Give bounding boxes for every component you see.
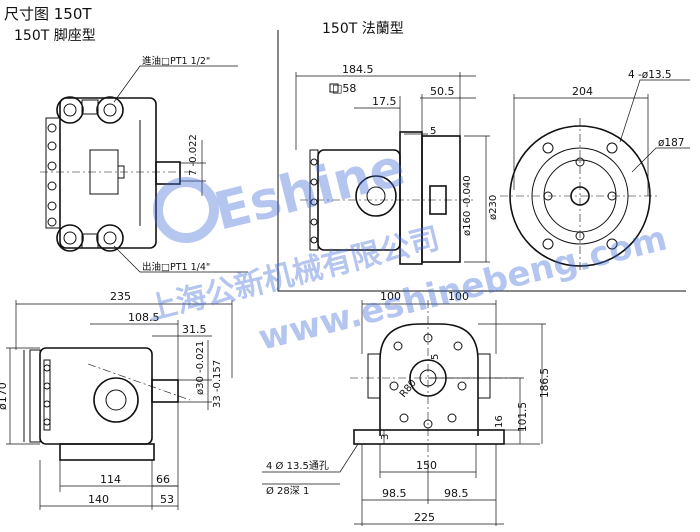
section-divider <box>277 30 686 292</box>
dim-150: 150 <box>416 459 437 472</box>
drawing-title: 尺寸图 150T <box>4 5 92 23</box>
dim-98-5-left: 98.5 <box>382 487 407 500</box>
dim-shaft-30: ø30 -0.021 <box>195 341 206 395</box>
dim-100-left: 100 <box>380 290 401 303</box>
dim-108-5: 108.5 <box>128 311 160 324</box>
foot-type-title: 150T 脚座型 <box>14 28 96 44</box>
dim-160: ø160 -0.040 <box>462 175 473 236</box>
dim-186-5: 186.5 <box>539 368 551 398</box>
dim-66: 66 <box>156 473 170 486</box>
dim-140: 140 <box>88 493 109 506</box>
dim-7-key: 7 -0.022 <box>188 134 199 176</box>
flange-type-title: 150T 法蘭型 <box>322 21 404 37</box>
flange-end-view <box>500 118 660 272</box>
dim-16: 16 <box>494 415 505 428</box>
dim-187: ø187 <box>658 137 684 149</box>
dim-17-5: 17.5 <box>372 95 397 108</box>
dim-5-flange: 5 <box>430 126 436 137</box>
dim-53: 53 <box>160 493 174 506</box>
flange-side-view <box>300 131 476 265</box>
dim-100-right: 100 <box>448 290 469 303</box>
dim-r80: R80 <box>398 378 419 400</box>
dim-101-5: 101.5 <box>517 402 529 432</box>
dim-flange-holes: 4 -ø13.5 <box>628 69 672 81</box>
dim-sq58: □58 <box>332 82 356 95</box>
outlet-leader <box>113 245 248 273</box>
dim-33: 33 -0.157 <box>212 360 223 408</box>
dim-184-5: 184.5 <box>342 63 374 76</box>
holes-leader <box>619 79 690 143</box>
dim-225: 225 <box>414 511 435 524</box>
dim-230: ø230 <box>488 195 499 220</box>
dim-170: ø170 <box>0 382 9 410</box>
dim-31-5: 31.5 <box>182 323 207 336</box>
foot-holes-leader <box>262 443 359 473</box>
dim-98-5-right: 98.5 <box>444 487 469 500</box>
foot-side-view <box>40 96 196 252</box>
watermark-logo-icon <box>153 177 219 243</box>
counterbore-label: Ø 28深 1 <box>266 485 309 497</box>
dim-5-key: 5 <box>430 354 441 360</box>
dim-235: 235 <box>110 290 131 303</box>
foot-holes-label: 4 Ø 13.5通孔 <box>266 460 329 472</box>
inlet-leader <box>113 65 238 103</box>
square-symbol <box>329 83 339 93</box>
outlet-port-label: 出油□PT1 1/4" <box>142 261 210 273</box>
dim-50-5: 50.5 <box>430 85 455 98</box>
dim-204: 204 <box>572 85 593 98</box>
pcd-leader <box>631 147 690 173</box>
foot-side-view-lower <box>23 347 191 461</box>
inlet-port-label: 進油□PT1 1/2" <box>142 55 210 67</box>
dim-3: 3 <box>380 434 391 440</box>
dim-114: 114 <box>100 473 121 486</box>
